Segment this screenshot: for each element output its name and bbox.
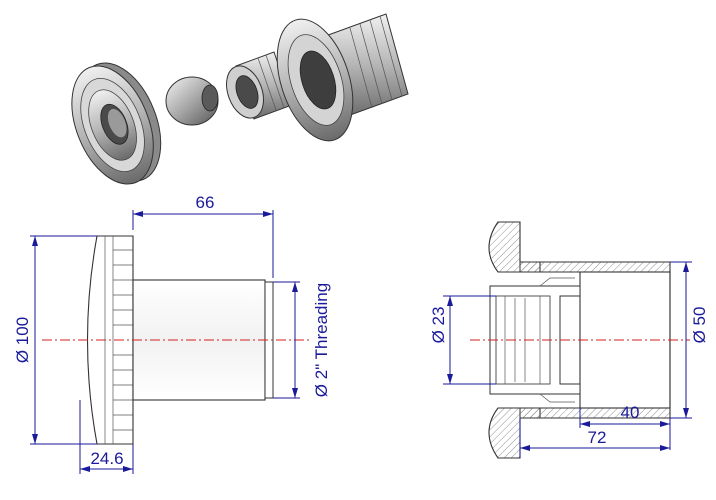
dimension-body-length-label: 66 <box>196 193 215 212</box>
dimension-tail-length-label: 40 <box>621 403 640 422</box>
dimension-tail-length: 40 <box>579 403 671 450</box>
dimension-flange-thickness: 24.6 <box>79 400 134 474</box>
tube-wall-bottom <box>519 407 671 419</box>
dimension-body-length: 66 <box>132 193 274 278</box>
dimension-outer-diameter-label: Ø 50 <box>690 307 709 344</box>
dimension-inner-diameter-label: Ø 23 <box>429 307 448 344</box>
section-view: Ø 23 Ø 50 40 72 <box>429 221 709 459</box>
dimension-total-length-label: 72 <box>588 428 607 447</box>
dimension-flange-thickness-label: 24.6 <box>90 449 123 468</box>
tube-wall-top <box>519 261 671 273</box>
dimension-flange-diameter-label: Ø 100 <box>13 317 32 363</box>
flanged-body-3d <box>276 13 409 142</box>
side-view: 66 Ø 100 Ø 2" Threading 24.6 <box>13 193 331 474</box>
dimension-flange-diameter: Ø 100 <box>13 235 97 445</box>
nut-ring-3d <box>71 62 162 185</box>
dimension-outer-diameter: Ø 50 <box>670 261 709 419</box>
ball-3d <box>165 76 219 126</box>
dimension-total-length: 72 <box>519 418 670 458</box>
dimension-thread-label: Ø 2" Threading <box>312 283 331 397</box>
grip-ridges <box>113 249 133 431</box>
dimension-inner-diameter: Ø 23 <box>429 295 496 385</box>
exploded-3d-view <box>71 13 409 185</box>
dimension-thread: Ø 2" Threading <box>273 281 331 399</box>
